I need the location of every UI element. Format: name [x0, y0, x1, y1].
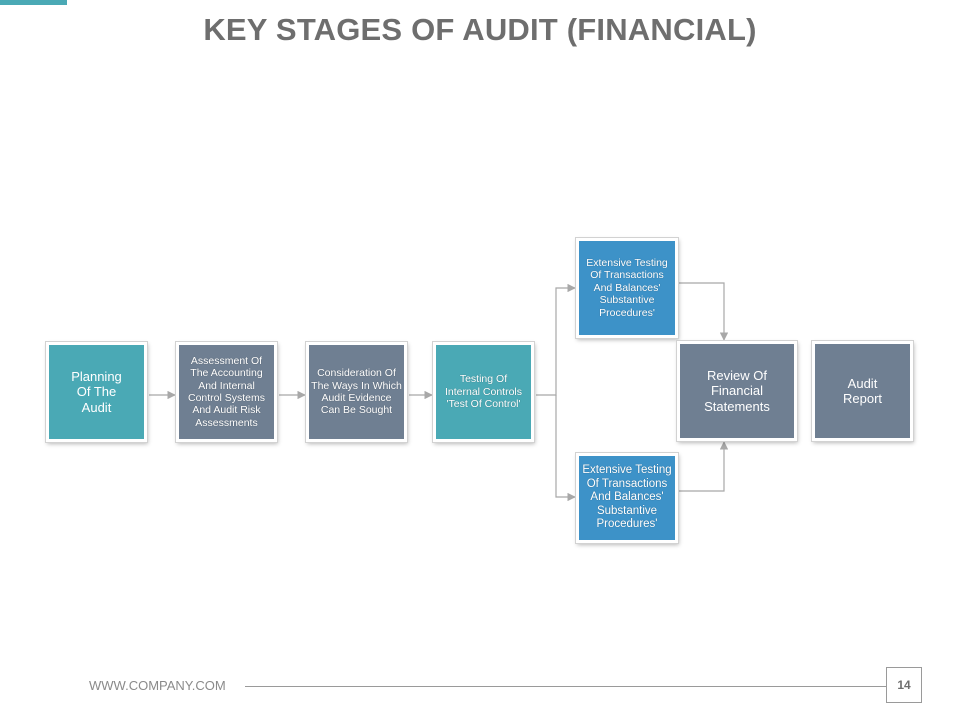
stage-label-testing-controls: Testing Of Internal Controls 'Test Of Co… [444, 373, 523, 411]
connector-substantive-top-review [679, 282, 729, 341]
stage-box-report: Audit Report [812, 341, 913, 441]
stage-label-assessment: Assessment Of The Accounting And Interna… [187, 354, 266, 429]
stage-box-testing-controls: Testing Of Internal Controls 'Test Of Co… [433, 342, 534, 442]
footer-divider [245, 686, 888, 687]
stage-box-substantive-top: Extensive Testing Of Transactions And Ba… [576, 238, 678, 338]
stage-label-review: Review Of Financial Statements [704, 368, 770, 414]
stage-label-substantive-bottom: Extensive Testing Of Transactions And Ba… [582, 464, 672, 531]
stage-label-substantive-top: Extensive Testing Of Transactions And Ba… [586, 257, 668, 319]
stage-box-planning: Planning Of The Audit [46, 342, 147, 442]
stage-box-substantive-bottom: Extensive Testing Of Transactions And Ba… [576, 453, 678, 543]
page-number: 14 [886, 667, 922, 703]
stage-label-planning: Planning Of The Audit [71, 369, 122, 415]
stage-box-review: Review Of Financial Statements [677, 341, 797, 441]
connector-substantive-bottom-review [679, 441, 729, 492]
stage-box-consideration: Consideration Of The Ways In Which Audit… [306, 342, 407, 442]
stage-label-report: Audit Report [842, 375, 883, 406]
page-title: KEY STAGES OF AUDIT (FINANCIAL) [203, 12, 757, 47]
accent-bar [0, 0, 67, 5]
connector-testing-branch-bottom [555, 395, 576, 502]
connector-testing-branch-top [536, 283, 576, 396]
stage-box-assessment: Assessment Of The Accounting And Interna… [176, 342, 277, 442]
footer-url[interactable]: WWW.COMPANY.COM [89, 678, 226, 693]
stage-label-consideration: Consideration Of The Ways In Which Audit… [311, 367, 402, 417]
